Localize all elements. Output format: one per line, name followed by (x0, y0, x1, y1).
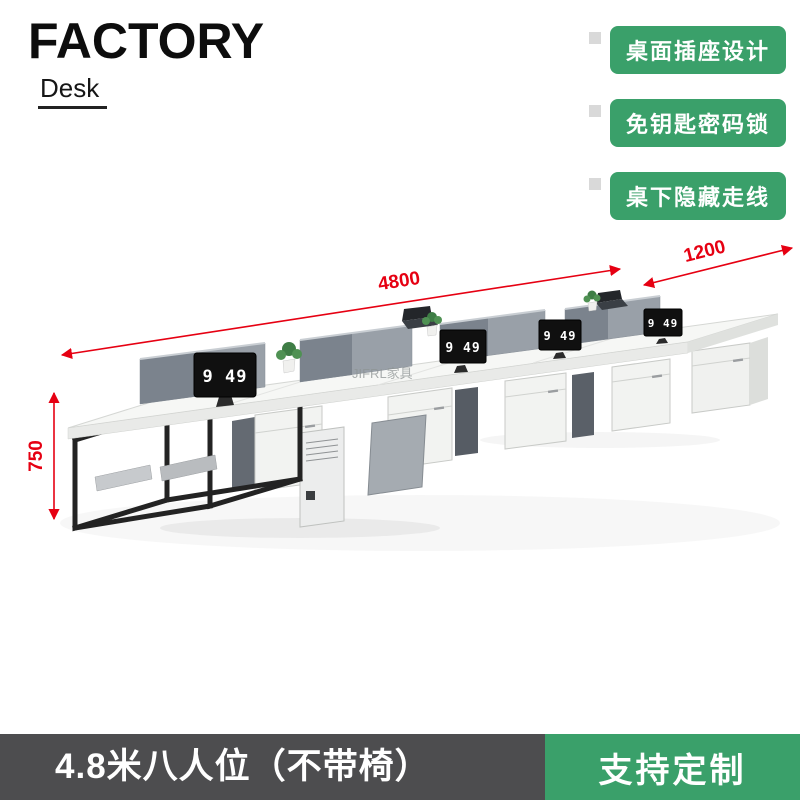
drawer-handle (433, 406, 445, 411)
tower-vent (306, 491, 315, 500)
cabinet-group (232, 337, 768, 492)
product-photo: 9 49 9 49 9 49 9 49 JIFRL家具 4800 1200 (26, 236, 794, 538)
brand-title: FACTORY (28, 13, 265, 69)
monitor: 9 49 (643, 308, 683, 344)
feature-row: 桌面插座设计 (588, 26, 786, 74)
cabinet-side (750, 337, 768, 405)
partition-panel-dark (300, 333, 352, 382)
drawer-handle (304, 424, 316, 429)
dimension-height: 750 (26, 391, 60, 521)
dimension-depth-label: 1200 (682, 236, 728, 267)
cabinet (611, 358, 671, 432)
brand-subtitle: Desk (38, 73, 108, 109)
cabinet (504, 372, 567, 450)
feature-badge-lock: 免钥匙密码锁 (609, 99, 786, 147)
drawer-handle (732, 358, 744, 363)
pc-tower-dark (572, 372, 594, 438)
footer-bar: 4.8米八人位（不带椅） 支持定制 (0, 734, 800, 800)
clock-display: 9 49 (445, 341, 480, 356)
feature-bullet-square (588, 32, 601, 44)
monitor: 9 49 (193, 352, 257, 407)
feature-row: 免钥匙密码锁 (588, 99, 786, 147)
pc-tower-dark (455, 387, 478, 456)
watermark: JIFRL家具 (352, 366, 413, 381)
partition-panel-dark (140, 351, 200, 404)
desk-seam (222, 377, 314, 407)
brand-block: FACTORY Desk (28, 14, 264, 109)
dimension-depth: 1200 (642, 236, 794, 288)
frame-beam-cover (159, 454, 218, 482)
clock-display: 9 49 (544, 329, 577, 343)
dimension-length-label: 4800 (377, 268, 422, 295)
frame-beam-cover (94, 464, 153, 492)
cabinet (691, 342, 751, 414)
floor-shadow (160, 518, 440, 538)
drawer-handle (651, 374, 663, 379)
clock-display: 9 49 (648, 317, 679, 330)
plant (276, 342, 302, 374)
pc-tower-white (299, 426, 345, 528)
feature-bullet-square (588, 105, 601, 117)
feature-badges: 桌面插座设计 免钥匙密码锁 桌下隐藏走线 (588, 26, 786, 220)
feature-badge-socket: 桌面插座设计 (609, 26, 786, 74)
feature-bullet-square (588, 178, 601, 190)
feature-row: 桌下隐藏走线 (588, 172, 786, 220)
customization-badge: 支持定制 (545, 734, 800, 800)
footer-product-title: 4.8米八人位（不带椅） (55, 747, 431, 786)
drawer-handle (547, 389, 559, 394)
side-panel (232, 417, 255, 491)
open-door (367, 414, 427, 496)
clock-display: 9 49 (203, 367, 248, 387)
dimension-height-label: 750 (26, 440, 47, 472)
feature-badge-cable: 桌下隐藏走线 (609, 172, 786, 220)
